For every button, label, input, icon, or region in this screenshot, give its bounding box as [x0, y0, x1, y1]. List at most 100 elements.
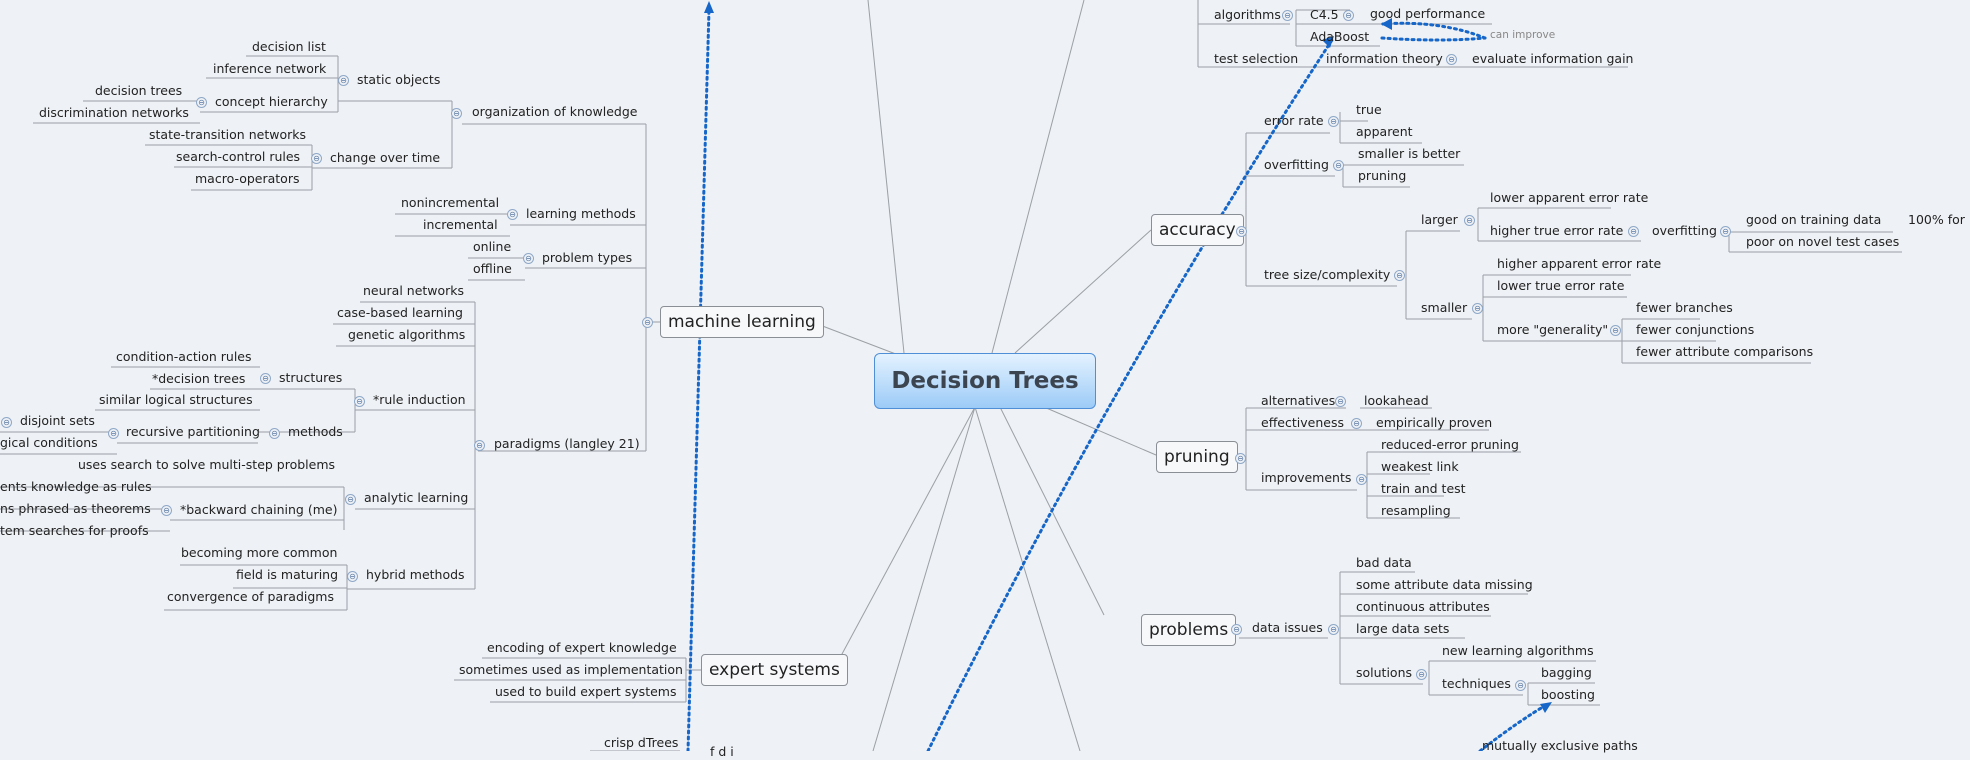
node-bagging[interactable]: bagging [1541, 665, 1592, 680]
node-overfitting[interactable]: overfitting [1264, 157, 1329, 172]
collapse-toggle[interactable]: ⊖ [1720, 226, 1731, 237]
central-topic[interactable]: Decision Trees [874, 353, 1096, 409]
node-larger[interactable]: larger [1421, 212, 1458, 227]
node-data-issues[interactable]: data issues [1252, 620, 1323, 635]
node-higher-true-error-rate[interactable]: higher true error rate [1490, 223, 1624, 238]
node-organization-of-knowledge[interactable]: organization of knowledge [472, 104, 638, 119]
node-inference-network[interactable]: inference network [213, 61, 327, 76]
node-algorithms[interactable]: algorithms [1214, 7, 1281, 22]
node-discrimination-networks[interactable]: discrimination networks [39, 105, 189, 120]
topic-expert-systems[interactable]: expert systems [701, 654, 848, 686]
node-neural-networks[interactable]: neural networks [363, 283, 465, 298]
node-case-based-learning[interactable]: case-based learning [337, 305, 463, 320]
node-lookahead[interactable]: lookahead [1364, 393, 1429, 408]
node-test-selection[interactable]: test selection [1214, 51, 1299, 66]
node-weakest-link[interactable]: weakest link [1381, 459, 1459, 474]
node-fewer-conjunctions[interactable]: fewer conjunctions [1636, 322, 1755, 337]
node-smaller[interactable]: smaller [1421, 300, 1468, 315]
node-techniques[interactable]: techniques [1442, 676, 1511, 691]
node-tree-size-complexity[interactable]: tree size/complexity [1264, 267, 1391, 282]
collapse-toggle[interactable]: ⊖ [1335, 396, 1346, 407]
node-overfitting-larger[interactable]: overfitting [1652, 223, 1717, 238]
collapse-toggle[interactable]: ⊖ [1394, 270, 1405, 281]
collapse-toggle[interactable]: ⊖ [1, 417, 12, 428]
node-online[interactable]: online [473, 239, 512, 254]
collapse-toggle[interactable]: ⊖ [345, 494, 356, 505]
node-represents-knowledge-as-rules[interactable]: ents knowledge as rules [0, 479, 152, 494]
node-poor-on-novel-test-cases[interactable]: poor on novel test cases [1746, 234, 1900, 249]
topic-machine-learning[interactable]: machine learning [660, 306, 824, 338]
collapse-toggle[interactable]: ⊖ [1416, 669, 1427, 680]
node-hybrid-methods[interactable]: hybrid methods [366, 567, 465, 582]
node-becoming-more-common[interactable]: becoming more common [181, 545, 338, 560]
collapse-toggle[interactable]: ⊖ [1328, 116, 1339, 127]
collapse-toggle[interactable]: ⊖ [507, 209, 518, 220]
node-field-is-maturing[interactable]: field is maturing [236, 567, 339, 582]
node-lower-true-error-rate[interactable]: lower true error rate [1497, 278, 1625, 293]
topic-pruning[interactable]: pruning [1156, 441, 1238, 473]
node-condition-action-rules[interactable]: condition-action rules [116, 349, 252, 364]
node-large-data-sets[interactable]: large data sets [1356, 621, 1450, 636]
node-recursive-partitioning[interactable]: recursive partitioning [126, 424, 260, 439]
node-macro-operators[interactable]: macro-operators [195, 171, 300, 186]
node-fewer-branches[interactable]: fewer branches [1636, 300, 1733, 315]
node-100-percent[interactable]: 100% for [1908, 212, 1965, 227]
node-adaboost[interactable]: AdaBoost [1310, 29, 1370, 44]
node-apparent[interactable]: apparent [1356, 124, 1413, 139]
node-decision-trees[interactable]: decision trees [95, 83, 183, 98]
node-continuous-attributes[interactable]: continuous attributes [1356, 599, 1490, 614]
collapse-toggle[interactable]: ⊖ [1235, 453, 1246, 464]
node-convergence-of-paradigms[interactable]: convergence of paradigms [167, 589, 334, 604]
node-alternatives[interactable]: alternatives [1261, 393, 1336, 408]
collapse-toggle[interactable]: ⊖ [108, 428, 119, 439]
node-true[interactable]: true [1356, 102, 1382, 117]
collapse-toggle[interactable]: ⊖ [1343, 10, 1354, 21]
node-searches-for-proofs[interactable]: tem searches for proofs [0, 523, 149, 538]
node-static-objects[interactable]: static objects [357, 72, 441, 87]
node-smaller-is-better[interactable]: smaller is better [1358, 146, 1461, 161]
node-decision-trees-structure[interactable]: *decision trees [152, 371, 246, 386]
node-good-performance[interactable]: good performance [1370, 6, 1486, 21]
node-methods[interactable]: methods [288, 424, 343, 439]
node-backward-chaining[interactable]: *backward chaining (me) [180, 502, 338, 517]
node-uses-search[interactable]: uses search to solve multi-step problems [78, 457, 336, 472]
node-c45[interactable]: C4.5 [1310, 7, 1339, 22]
node-attribute-data-missing[interactable]: some attribute data missing [1356, 577, 1533, 592]
collapse-toggle[interactable]: ⊖ [1515, 680, 1526, 691]
collapse-toggle[interactable]: ⊖ [642, 317, 653, 328]
node-crisp-dtrees[interactable]: crisp dTrees [604, 735, 679, 750]
node-effectiveness[interactable]: effectiveness [1261, 415, 1344, 430]
collapse-toggle[interactable]: ⊖ [1446, 54, 1457, 65]
node-concept-hierarchy[interactable]: concept hierarchy [215, 94, 328, 109]
collapse-toggle[interactable]: ⊖ [311, 153, 322, 164]
node-disjoint-sets[interactable]: disjoint sets [20, 413, 95, 428]
node-incremental[interactable]: incremental [423, 217, 498, 232]
node-used-to-build-expert-systems[interactable]: used to build expert systems [495, 684, 677, 699]
collapse-toggle[interactable]: ⊖ [354, 396, 365, 407]
collapse-toggle[interactable]: ⊖ [260, 373, 271, 384]
collapse-toggle[interactable]: ⊖ [451, 108, 462, 119]
node-improvements[interactable]: improvements [1261, 470, 1352, 485]
collapse-toggle[interactable]: ⊖ [1328, 624, 1339, 635]
collapse-toggle[interactable]: ⊖ [1236, 226, 1247, 237]
node-fuzzy-decision-partial[interactable]: f d i [710, 744, 734, 759]
node-encoding-expert-knowledge[interactable]: encoding of expert knowledge [487, 640, 677, 655]
node-logical-conditions[interactable]: gical conditions [0, 435, 98, 450]
node-train-and-test[interactable]: train and test [1381, 481, 1466, 496]
node-change-over-time[interactable]: change over time [330, 150, 441, 165]
node-pruning-leaf[interactable]: pruning [1358, 168, 1407, 183]
node-state-transition-networks[interactable]: state-transition networks [149, 127, 306, 142]
collapse-toggle[interactable]: ⊖ [1351, 418, 1362, 429]
topic-problems[interactable]: problems [1141, 614, 1237, 646]
node-error-rate[interactable]: error rate [1264, 113, 1324, 128]
collapse-toggle[interactable]: ⊖ [161, 505, 172, 516]
node-fewer-attribute-comparisons[interactable]: fewer attribute comparisons [1636, 344, 1814, 359]
node-learning-methods[interactable]: learning methods [526, 206, 636, 221]
node-evaluate-information-gain[interactable]: evaluate information gain [1472, 51, 1634, 66]
collapse-toggle[interactable]: ⊖ [1610, 325, 1621, 336]
node-genetic-algorithms[interactable]: genetic algorithms [348, 327, 466, 342]
collapse-toggle[interactable]: ⊖ [347, 571, 358, 582]
node-resampling[interactable]: resampling [1381, 503, 1451, 518]
collapse-toggle[interactable]: ⊖ [1333, 160, 1344, 171]
topic-accuracy[interactable]: accuracy [1151, 214, 1244, 246]
